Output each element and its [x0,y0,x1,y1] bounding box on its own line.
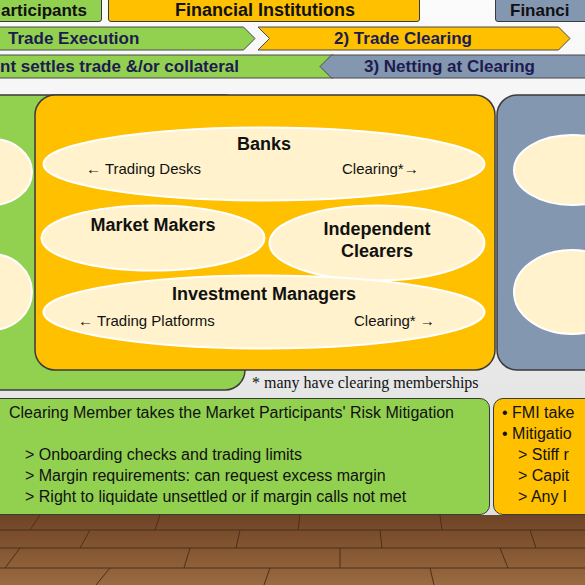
shape-fill [258,27,570,50]
arrow-band: Trade Execution [0,27,255,50]
infrastructure-panel [497,95,585,370]
node-text: ← Trading Desks [86,160,246,178]
node-text: • FMI take [502,403,585,422]
header-box: Financi [495,0,585,22]
node-text: Financi [510,1,585,21]
note-box: Clearing Member takes the Market Partici… [0,398,490,515]
node-text: nt settles trade &/or collateral [0,57,325,77]
arrow-band: nt settles trade &/or collateral [0,55,345,78]
node-text: Market Makers [83,215,223,237]
node-text: ← Trading Platforms [78,312,258,330]
node-text: > Any l [518,487,585,506]
arrow-band: 3) Netting at Clearing [320,55,585,78]
node-text: • Mitigatio [502,424,585,443]
node-text: > Right to liquidate unsettled or if mar… [25,487,481,506]
node-text: Clearing* → [354,312,464,330]
node-text: > Margin requirements: can request exces… [25,466,475,485]
node-text: > Onboarding checks and trading limits [25,445,475,464]
node-text: Trade Execution [8,29,238,49]
footnote-text: * many have clearing memberships [252,373,572,392]
node-text: Banks [42,134,486,156]
node-text: Investment Managers [42,284,486,306]
shape-fill [0,55,345,78]
node-text: Clearing Member takes the Market Partici… [9,403,479,422]
node-text: Financial Institutions [109,0,421,22]
ellipse-node: Investment Managers ← Trading Platforms Cl… [42,274,486,350]
institutions-panel [35,95,495,370]
ellipse-node: Banks ← Trading Desks Clearing*→ [42,126,486,202]
shape-fill [320,55,585,78]
node-text: 3) Netting at Clearing [364,57,585,77]
ellipse-node: Market Makers [40,204,266,272]
header-box: Financial Institutions [108,0,420,22]
shape-fill [270,206,485,281]
shape-fill [0,27,255,50]
shape-fill [42,206,265,271]
node-text: > Capit [518,466,585,485]
node-text: Clearing*→ [342,160,452,178]
node-text: 2) Trade Clearing [278,29,528,49]
note-box: • FMI take • Mitigatio > Stiff r > Capit > A… [493,398,585,515]
arrow-band: 2) Trade Clearing [258,27,570,50]
node-text: Independent Clearers [288,219,466,262]
wood-floor [0,515,585,585]
header-box: articipants [0,0,102,22]
ellipse-node: Independent Clearers [268,204,486,282]
node-text: articipants [1,1,101,21]
ellipse-outline [40,204,266,272]
node-text: > Stiff r [518,445,585,464]
